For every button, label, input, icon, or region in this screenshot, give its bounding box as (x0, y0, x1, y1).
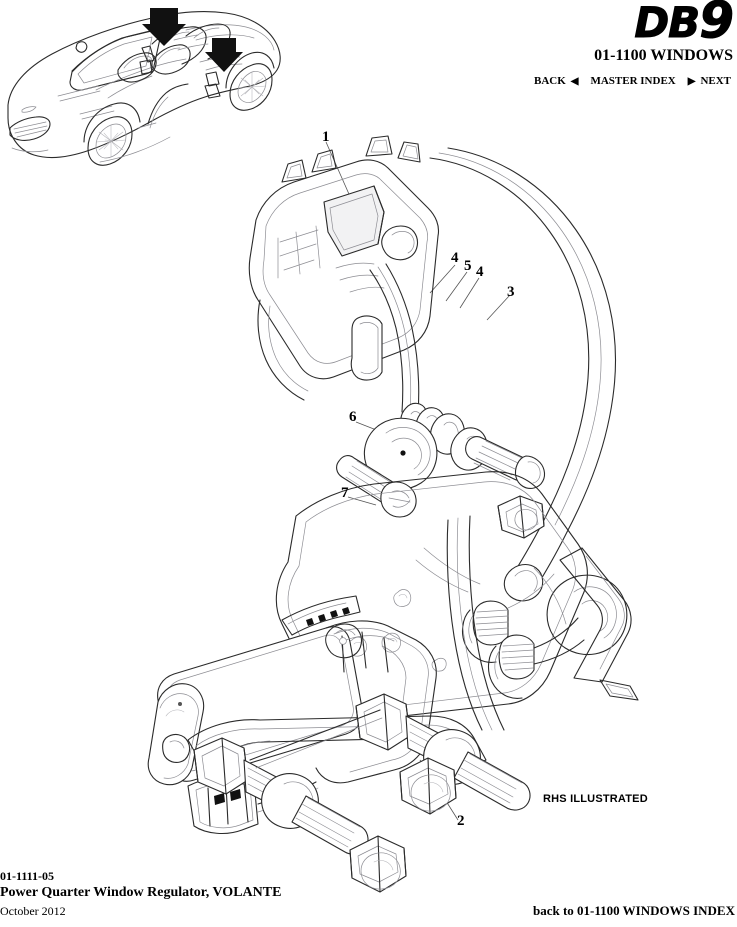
back-arrow-icon[interactable]: ◀ (570, 76, 579, 87)
page-header: DB9 01-1100 WINDOWS BACK ◀ MASTER INDEX ▶ NE… (313, 0, 737, 87)
callout-1: 1 (322, 129, 330, 145)
assembly-illustration (130, 120, 737, 893)
bolt-part-3 (465, 436, 546, 489)
bolt-stack-right (355, 693, 531, 811)
back-to-index-link[interactable]: back to 01-1100 WINDOWS INDEX (532, 903, 735, 918)
db9-logo: DB9 (313, 0, 735, 46)
callout-4a: 4 (451, 250, 459, 266)
callout-5: 5 (464, 258, 472, 274)
regulator-upper-frame-part (248, 135, 440, 415)
location-arrow-front-icon (142, 8, 186, 46)
nav-master-index-link[interactable]: MASTER INDEX (590, 75, 676, 87)
logo-db-text: DB (634, 0, 701, 47)
flange-nut-right (399, 757, 457, 815)
spring-mechanism-parts (415, 515, 585, 731)
footer-right[interactable]: back to 01-1100 WINDOWS INDEX (533, 903, 735, 919)
flange-nut-left (349, 835, 407, 893)
bolt-stack-left (193, 737, 369, 855)
rhs-illustrated-note: RHS ILLUSTRATED (543, 793, 648, 805)
navigation-bar: BACK ◀ MASTER INDEX ▶ NEXT (313, 75, 733, 87)
callout-4b: 4 (476, 264, 484, 280)
grommet-part-6 (363, 417, 438, 490)
cable-conduit-part (429, 147, 617, 602)
hex-nut-part (497, 495, 545, 539)
next-arrow-icon[interactable]: ▶ (687, 76, 696, 87)
document-number: 01-1111-05 (0, 869, 55, 883)
callout-3: 3 (507, 284, 515, 300)
callout-6: 6 (349, 409, 357, 425)
callout-7: 7 (341, 485, 349, 501)
callout-2: 2 (457, 813, 465, 829)
window-motor-part (147, 620, 437, 835)
nav-next-link[interactable]: NEXT (700, 75, 731, 87)
document-date: October 2012 (0, 904, 66, 918)
location-arrow-rear-icon (205, 38, 243, 72)
document-title: Power Quarter Window Regulator, VOLANTE (0, 885, 282, 900)
nav-back-link[interactable]: BACK (533, 75, 566, 87)
footer-left: 01-1111-05 Power Quarter Window Regulato… (0, 869, 281, 919)
page-title: 01-1100 WINDOWS (594, 47, 733, 64)
vehicle-thumbnail (0, 0, 290, 190)
mounting-bolt-left (162, 733, 191, 763)
logo-nine-text: 9 (699, 0, 735, 49)
regulator-base-plate-part (275, 471, 639, 721)
